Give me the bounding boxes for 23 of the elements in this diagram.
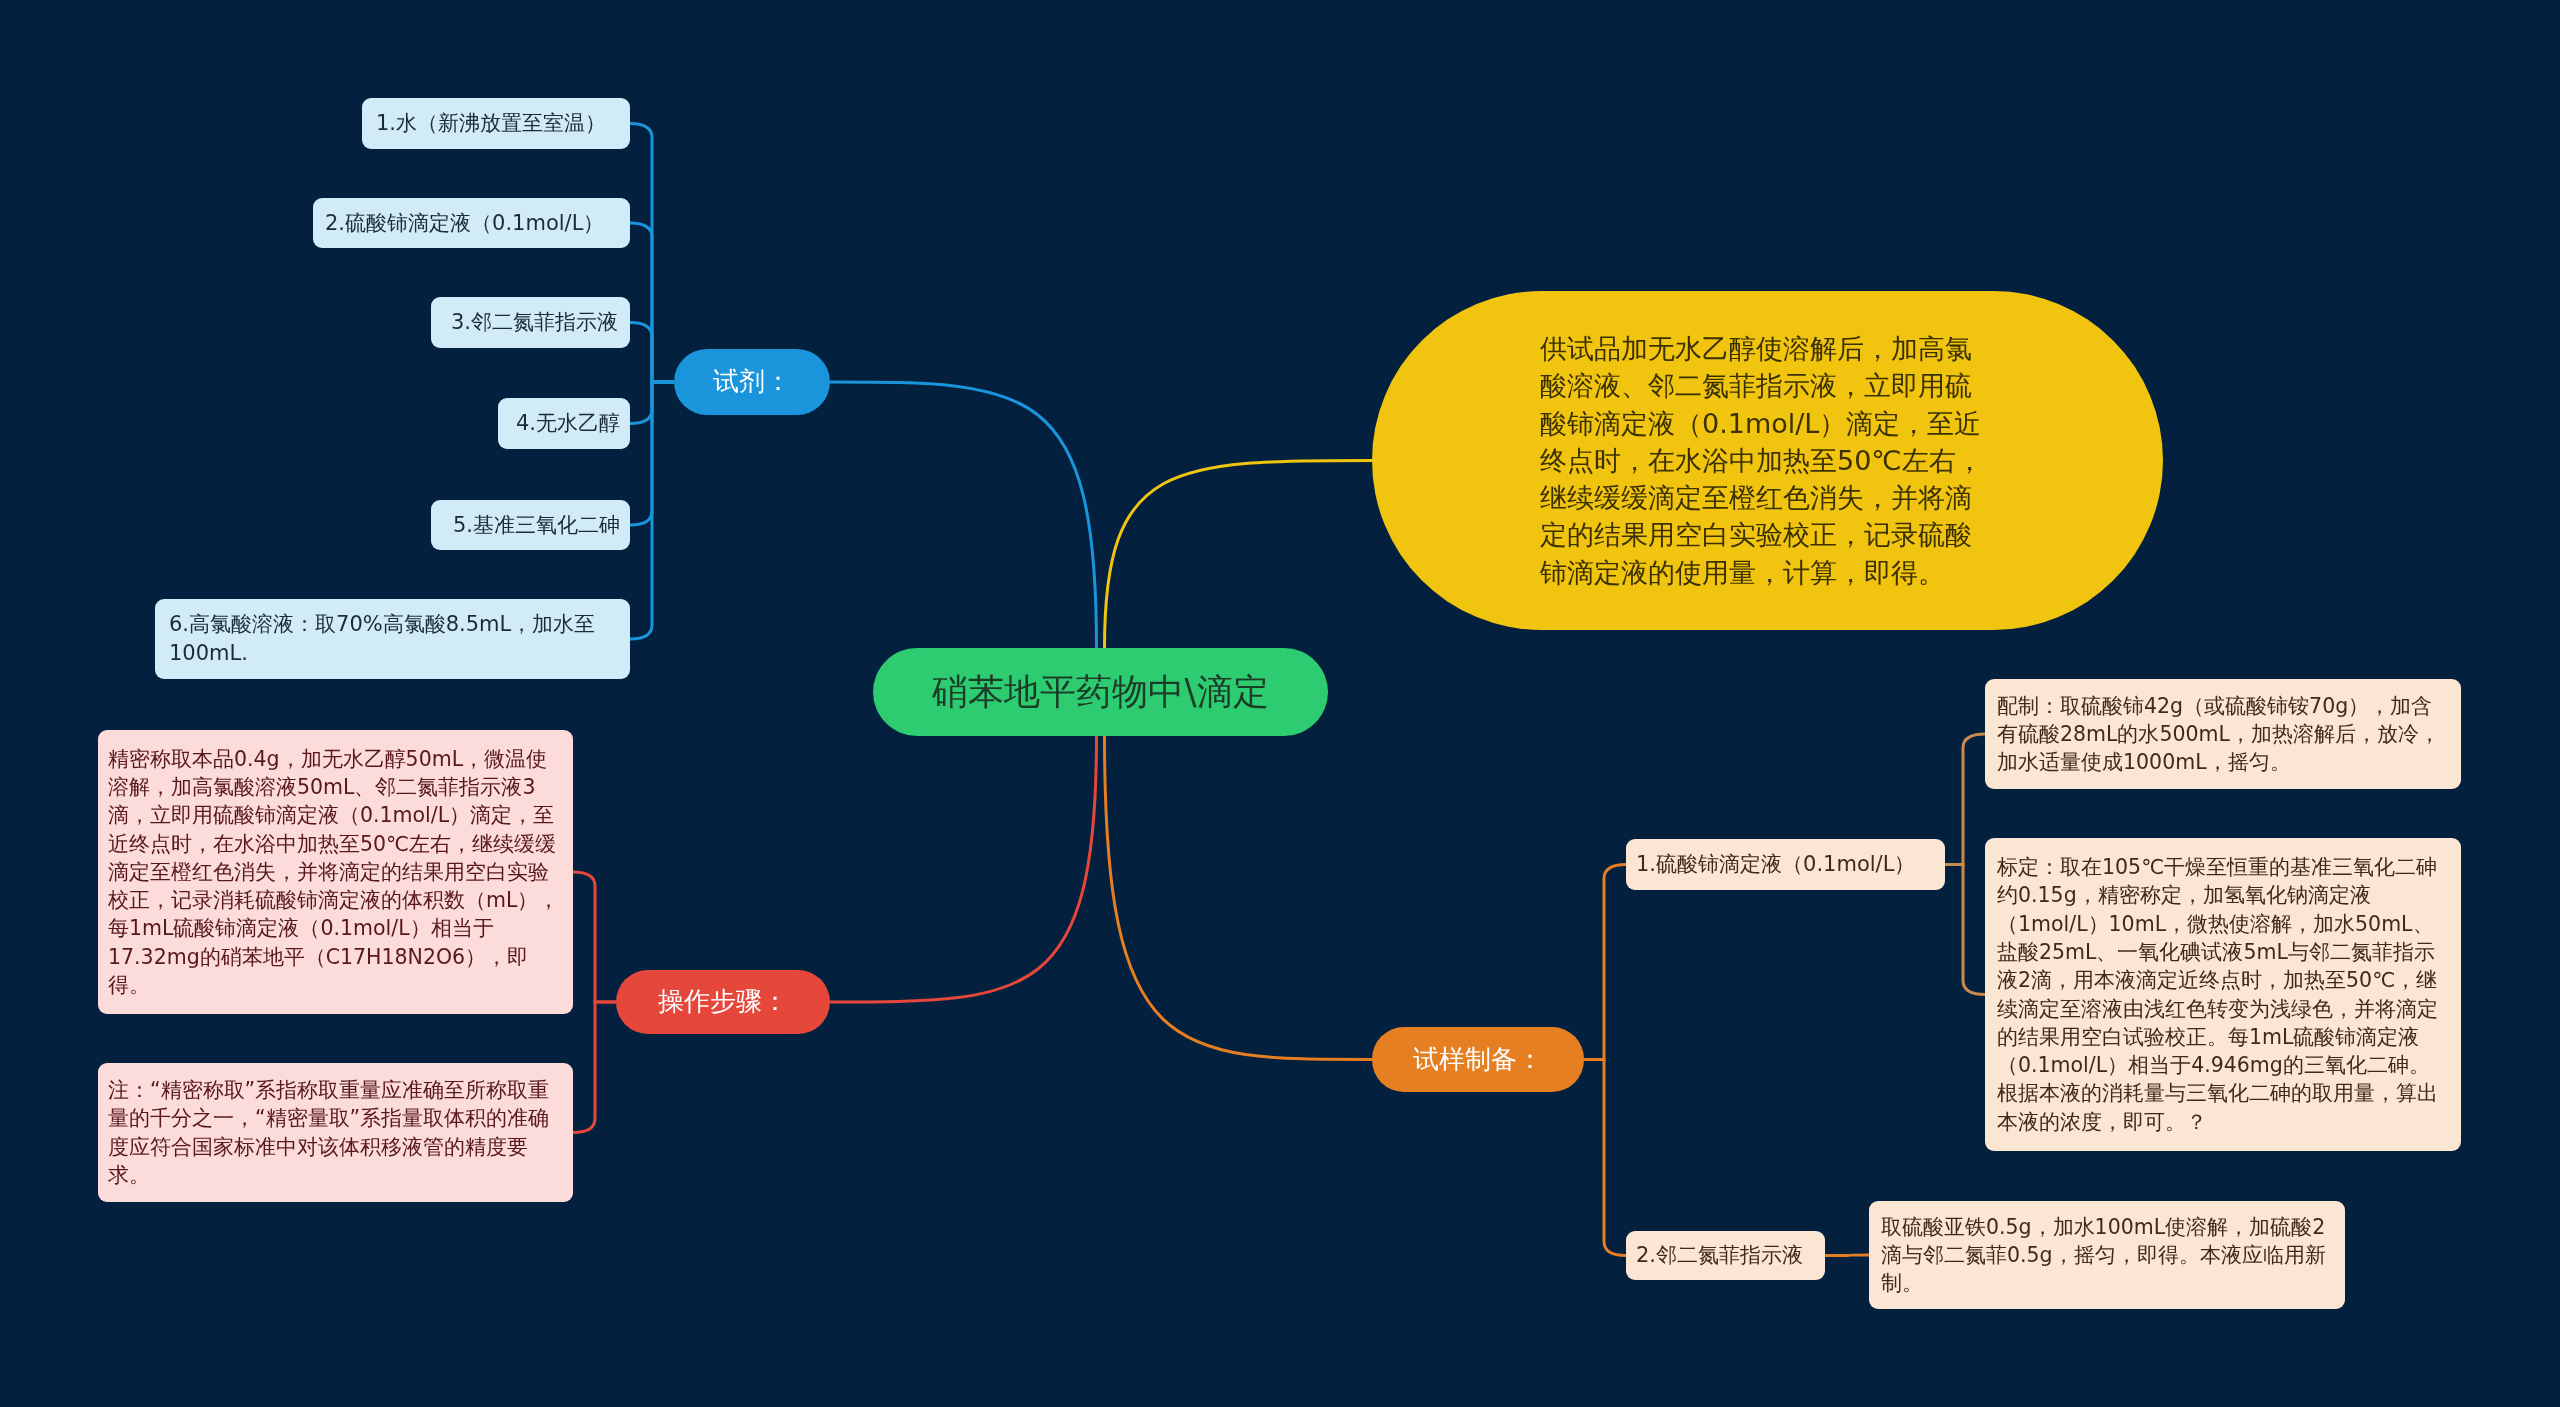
topic-box: 2.硫酸铈滴定液（0.1mol/L） [313, 198, 630, 248]
topic-box: 1.水（新沸放置至室温） [362, 98, 630, 149]
branch-topic: 试样制备： [1372, 1027, 1584, 1092]
connector [1103, 735, 1372, 1061]
topic-box: 标定：取在105℃干燥至恒重的基准三氧化二砷约0.15g，精密称定，加氢氧化钠滴定液（1mol/L）10mL，微热使溶解，加水50mL、盐酸25mL、一氧化碘试液5mL与邻二氮菲指示液2滴，用本液滴定近终点时，加热至50℃，继续滴定至溶液由浅红色转变为浅绿色，并将滴定的结果用空白试验校正。每1mL硫酸铈滴定液（0.1mol/L）相当于4.946mg的三氧化二砷。根据本液的消耗量与三氧化二砷的取用量，算出本液的浓度，即可。？ [1985, 838, 2461, 1151]
topic-box: 取硫酸亚铁0.5g，加水100mL使溶解，加硫酸2滴与邻二氮菲0.5g，摇匀，即得。本液应临用新制。 [1869, 1201, 2345, 1309]
oval-topic: 供试品加无水乙醇使溶解后，加高氯酸溶液、邻二氮菲指示液，立即用硫酸铈滴定液（0.1mol/L）滴定，至近终点时，在水浴中加热至50℃左右，继续缓缓滴定至橙红色消失，并将滴定的结果用空白实验校正，记录硫酸铈滴定液的使用量，计算，即得。 [1372, 291, 2163, 630]
topic-box: 1.硫酸铈滴定液（0.1mol/L） [1626, 839, 1945, 890]
topic-box: 6.高氯酸溶液：取70%高氯酸8.5mL，加水至100mL. [155, 599, 630, 679]
branch-topic: 试剂： [674, 349, 830, 415]
connector [830, 735, 1098, 1004]
topic-box: 3.邻二氮菲指示液 [431, 297, 630, 348]
topic-box: 4.无水乙醇 [498, 398, 630, 449]
topic-box: 精密称取本品0.4g，加无水乙醇50mL，微温使溶解，加高氯酸溶液50mL、邻二氮菲指示液3滴，立即用硫酸铈滴定液（0.1mol/L）滴定，至近终点时，在水浴中加热至50℃左右，继续缓缓滴定至橙红色消失，并将滴定的结果用空白实验校正，记录消耗硫酸铈滴定液的体积数（mL），每1mL硫酸铈滴定液（0.1mol/L）相当于17.32mg的硝苯地平（C17H18N2O6），即得。 [98, 730, 573, 1014]
topic-box: 注：“精密称取”系指称取重量应准确至所称取重量的千分之一，“精密量取”系指量取体积的准确度应符合国家标准中对该体积移液管的精度要求。 [98, 1063, 573, 1202]
topic-box: 5.基准三氧化二砷 [431, 500, 630, 550]
topic-box: 配制：取硫酸铈42g（或硫酸铈铵70g），加含有硫酸28mL的水500mL，加热溶解后，放冷，加水适量使成1000mL，摇匀。 [1985, 679, 2461, 789]
branch-topic: 操作步骤： [616, 970, 830, 1034]
connector [830, 380, 1098, 649]
central-topic: 硝苯地平药物中\滴定 [873, 648, 1328, 736]
connector [1825, 1253, 1869, 1257]
connector [1103, 459, 1372, 649]
topic-box: 2.邻二氮菲指示液 [1626, 1231, 1825, 1280]
